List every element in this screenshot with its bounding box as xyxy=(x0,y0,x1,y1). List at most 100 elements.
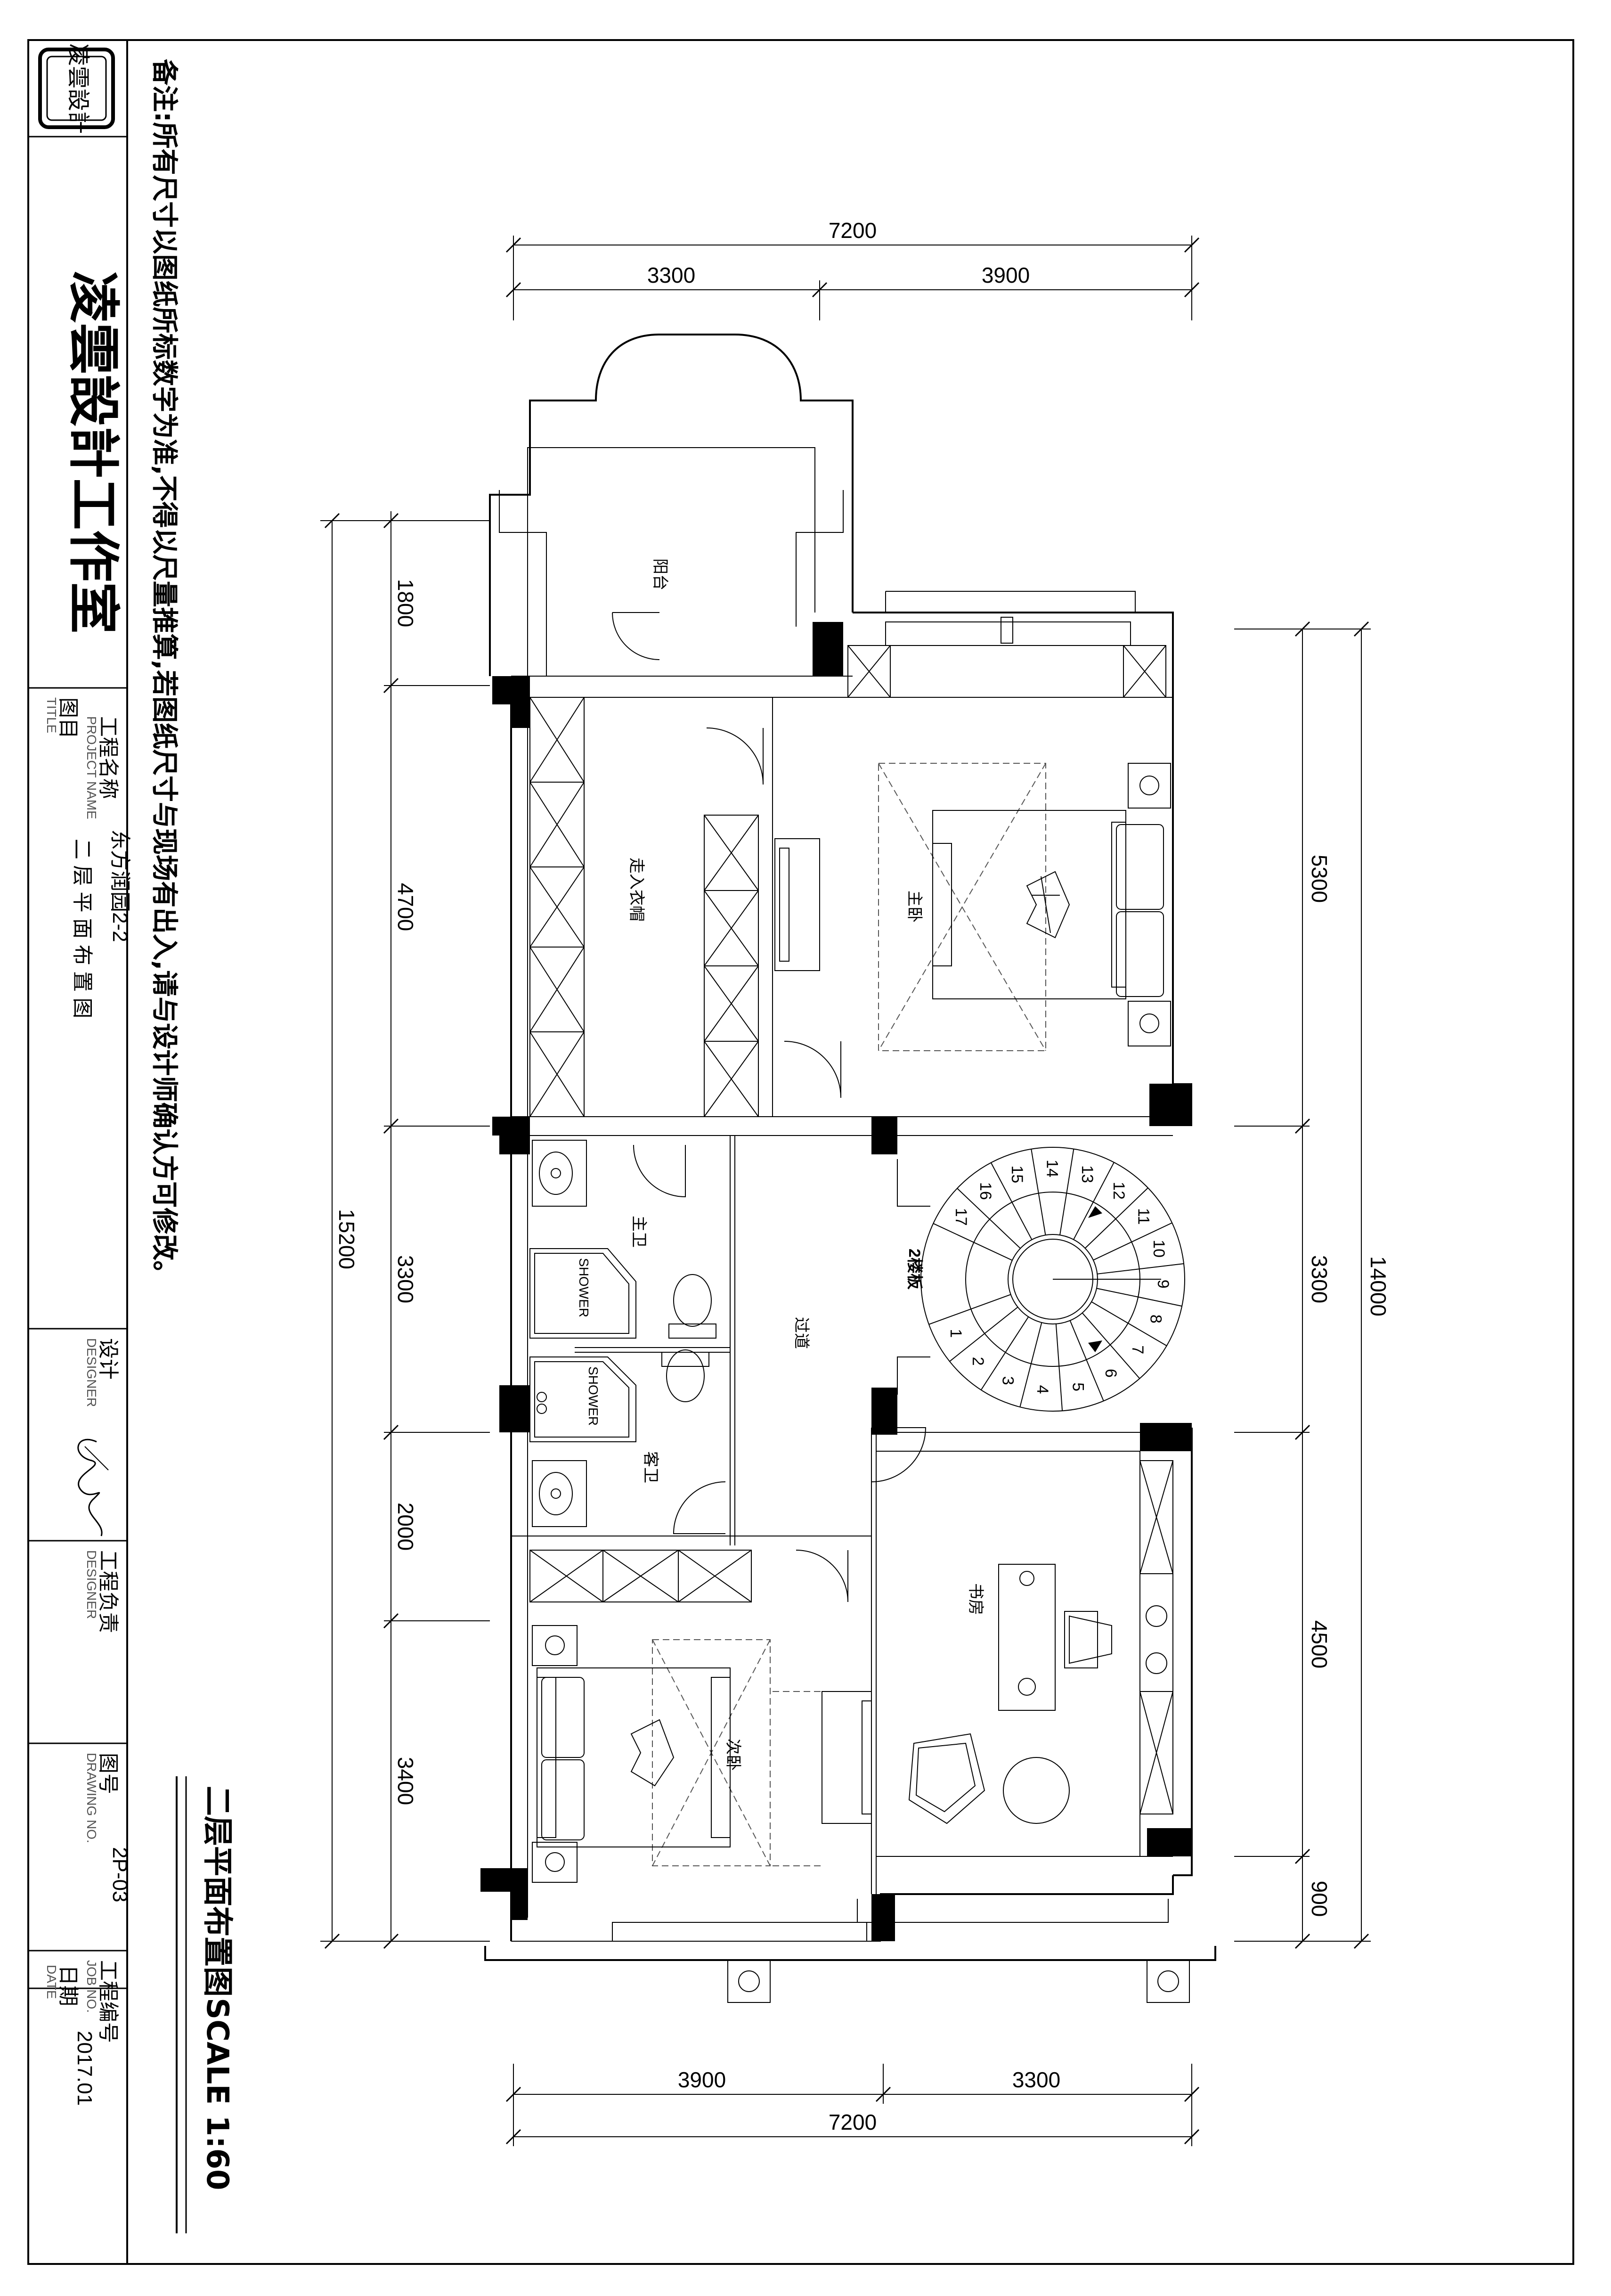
dimensions-top: 7200 3300 3900 xyxy=(505,218,1200,320)
drawing-label: 图号 xyxy=(97,1753,120,1794)
job-label: 工程编号 xyxy=(97,1960,120,2043)
room-label-corridor: 过道 xyxy=(792,1317,810,1349)
date-label: 日期 xyxy=(57,1965,80,2006)
designer-signature xyxy=(77,1438,109,1536)
dim-top-total: 7200 xyxy=(829,218,877,243)
second-bedroom xyxy=(529,1550,872,1941)
room-label-guest-bath: 客卫 xyxy=(642,1451,659,1483)
stair-step-number: 14 xyxy=(1043,1160,1061,1177)
designer-label-en: DESIGNER xyxy=(84,1338,99,1407)
manager-label-en: DESIGNER xyxy=(84,1550,99,1619)
dimensions-bottom: 3900 3300 7200 xyxy=(505,2064,1200,2146)
dim-left-1: 1800 xyxy=(393,579,418,627)
stair-tread xyxy=(1082,1312,1140,1379)
stair-tread xyxy=(1091,1301,1167,1347)
dim-left-3: 3300 xyxy=(393,1255,418,1303)
stair-label: 2楼板 xyxy=(905,1249,923,1290)
stair-tread xyxy=(980,1316,1029,1390)
stair-tread xyxy=(1031,1149,1046,1235)
room-label-master-bath: 主卫 xyxy=(630,1216,648,1248)
dimensions-left: 15200 1800 4700 3300 2000 3400 xyxy=(320,511,490,1949)
master-bathroom: SHOWER xyxy=(529,1140,716,1339)
stair-tread xyxy=(949,1307,1018,1362)
balcony-door xyxy=(612,612,660,660)
dim-left-5: 3400 xyxy=(393,1757,418,1805)
sheet-frame xyxy=(27,39,1574,2265)
stair-tread xyxy=(1059,1149,1074,1235)
title-block: 工程名称 PROJECT NAME 东方润园2-2 图目 TITLE 二 层 平… xyxy=(44,697,131,2106)
title-value: 二 层 平 面 布 置 图 xyxy=(71,839,94,1018)
drawing-label-en: DRAWING NO. xyxy=(84,1753,99,1843)
shower-label-2: SHOWER xyxy=(586,1366,601,1426)
stair-step-number: 6 xyxy=(1102,1369,1120,1378)
stair-step-number: 4 xyxy=(1033,1385,1051,1394)
job-label-en: JOB NO. xyxy=(84,1960,99,2013)
dim-right-4: 900 xyxy=(1307,1881,1332,1917)
stair-tread xyxy=(1073,1162,1115,1240)
stair-tread xyxy=(957,1188,1021,1249)
dim-bottom-a: 3900 xyxy=(678,2067,726,2092)
room-label-master-bed: 主卧 xyxy=(905,891,923,923)
note-text: 备注:所有尺寸以图纸所标数字为准,不得以尺量推算,若图纸尺寸与现场有出入,请与设… xyxy=(149,59,179,1287)
dim-top-b: 3900 xyxy=(982,263,1030,287)
designer-label: 设计 xyxy=(97,1338,120,1380)
walkin-wardrobe-left xyxy=(529,697,585,1117)
stair-step-number: 7 xyxy=(1129,1345,1147,1354)
stair-tread xyxy=(1069,1320,1104,1401)
studio-seal: 凌雲設計 xyxy=(38,43,115,134)
scale-label: SCALE 1:60 xyxy=(200,1998,235,2190)
shower-label-1: SHOWER xyxy=(577,1258,591,1317)
master-bedroom xyxy=(774,763,1171,1098)
stair-step-number: 12 xyxy=(1110,1182,1128,1200)
dim-left-total: 15200 xyxy=(334,1209,359,1269)
stair-step-number: 17 xyxy=(952,1208,970,1226)
manager-label: 工程负责 xyxy=(97,1550,120,1633)
dim-bottom-b: 3300 xyxy=(1012,2067,1060,2092)
stair-step-number: 10 xyxy=(1150,1240,1168,1258)
stair-tread xyxy=(990,1162,1033,1240)
structural-columns xyxy=(480,622,1192,1941)
dim-right-total: 14000 xyxy=(1366,1256,1391,1316)
stair-step-number: 5 xyxy=(1069,1382,1087,1391)
stair-tread xyxy=(928,1294,1011,1325)
drawing-title: 二层平面布置图 xyxy=(200,1786,235,1997)
dim-top-a: 3300 xyxy=(647,263,695,287)
dimensions-right: 5300 3300 4500 900 14000 xyxy=(1234,621,1391,1949)
stair-tread xyxy=(1097,1263,1184,1275)
stair-step-number: 11 xyxy=(1135,1208,1153,1225)
dim-left-4: 2000 xyxy=(393,1503,418,1551)
stair-step-number: 15 xyxy=(1008,1165,1026,1183)
dim-bottom-total: 7200 xyxy=(829,2110,877,2134)
project-label-en: PROJECT NAME xyxy=(84,716,99,819)
project-value: 东方润园2-2 xyxy=(108,829,131,942)
study-room xyxy=(857,1427,1173,1923)
stair-step-number: 13 xyxy=(1078,1165,1096,1183)
building-walls xyxy=(484,334,1216,2003)
room-label-walkin: 走入衣帽 xyxy=(627,858,645,922)
stair-step-number: 8 xyxy=(1147,1315,1164,1324)
title-block-grid xyxy=(28,136,127,1989)
dim-left-2: 4700 xyxy=(393,883,418,931)
room-label-balcony: 阳台 xyxy=(651,558,669,590)
stair-step-number: 16 xyxy=(976,1182,994,1200)
stair-step-number: 9 xyxy=(1154,1280,1172,1289)
stair-tread xyxy=(1093,1222,1172,1261)
dim-right-3: 4500 xyxy=(1307,1620,1332,1668)
stair-tread xyxy=(1055,1324,1063,1411)
stair-tread xyxy=(1084,1187,1148,1249)
date-label-en: DATE xyxy=(44,1965,59,1999)
stair-step-number: 1 xyxy=(947,1329,965,1338)
dim-right-2: 3300 xyxy=(1307,1255,1332,1303)
balcony-fixtures xyxy=(847,617,1166,698)
title-label-en: TITLE xyxy=(44,697,59,733)
drawing-value: 2P-03 xyxy=(108,1847,131,1902)
stair-tread xyxy=(1096,1288,1182,1307)
title-label: 图目 xyxy=(57,697,80,739)
seal-text: 凌雲設計 xyxy=(65,43,90,134)
stair-tread xyxy=(933,1223,1013,1261)
studio-name: 凌雲設計工作室 xyxy=(63,271,123,634)
walkin-wardrobe-right xyxy=(704,727,764,1117)
stair-step-number: 3 xyxy=(999,1376,1017,1385)
